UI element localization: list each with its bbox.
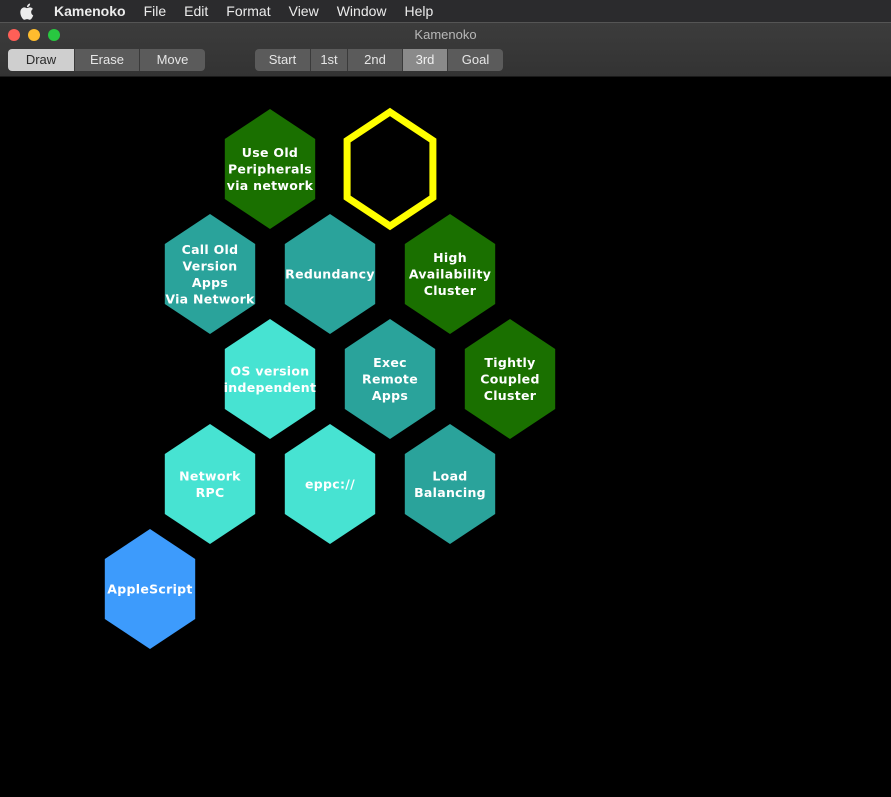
stage-1st-button[interactable]: 1st [311,49,348,71]
hex-eppc[interactable]: eppc:// [284,424,376,544]
hex-label-line: Network [179,468,241,483]
menu-edit[interactable]: Edit [184,3,209,19]
hex-shape[interactable] [164,214,256,334]
hex-shape[interactable] [404,424,496,544]
hex-label-line: Apps [192,275,228,290]
close-window-button[interactable] [8,29,20,41]
hex-selected-empty[interactable] [343,107,437,231]
hex-label-line: independent [224,380,317,395]
hex-label-line: RPC [196,485,225,500]
stage-3rd-button[interactable]: 3rd [403,49,448,71]
mode-draw-button[interactable]: Draw [8,49,75,71]
hex-label-line: Exec [373,355,407,370]
hex-shape[interactable] [104,529,196,649]
menu-window[interactable]: Window [336,3,387,19]
hex-shape[interactable] [284,214,376,334]
hex-label-line: OS version [231,363,310,378]
menu-help[interactable]: Help [404,3,434,19]
hex-label-line: Apps [372,388,408,403]
hex-shape[interactable] [343,107,437,231]
apple-icon[interactable] [20,2,36,20]
hex-shape[interactable] [224,109,316,229]
hex-label-line: Peripherals [228,162,312,177]
hex-label-line: Remote [362,372,418,387]
menu-bar: Kamenoko File Edit Format View Window He… [0,0,891,22]
minimize-window-button[interactable] [28,29,40,41]
hex-label-line: via network [227,178,314,193]
hex-label-line: Cluster [484,388,537,403]
hex-label-line: Tightly [484,355,535,370]
hex-label-line: Cluster [424,283,477,298]
hex-label-line: eppc:// [305,477,355,492]
window-title: Kamenoko [414,27,477,42]
hex-shape[interactable] [164,424,256,544]
stage-2nd-button[interactable]: 2nd [348,49,403,71]
hex-shape[interactable] [464,319,556,439]
hex-label-line: Use Old [242,145,298,160]
hex-shape[interactable] [224,319,316,439]
hex-label-line: Version [183,258,238,273]
mode-move-button[interactable]: Move [140,49,205,71]
app-window: Kamenoko Draw Erase Move Start 1st 2nd 3… [0,22,891,797]
zoom-window-button[interactable] [48,29,60,41]
window-titlebar: Kamenoko Draw Erase Move Start 1st 2nd 3… [0,23,891,77]
hex-label-line: Redundancy [285,267,375,282]
hex-redundancy[interactable]: Redundancy [284,214,376,334]
hex-label-line: High [433,250,467,265]
hex-os-version-independent[interactable]: OS version independent [224,319,317,439]
hex-label-line: Call Old [182,242,239,257]
stage-segmented-control: Start 1st 2nd 3rd Goal [255,49,503,71]
hex-label-line: Load [432,468,467,483]
hex-label-line: Balancing [414,485,486,500]
hex-shape[interactable] [344,319,436,439]
stage-goal-button[interactable]: Goal [448,49,503,71]
mode-erase-button[interactable]: Erase [75,49,140,71]
hex-label-line: Availability [409,267,491,282]
hex-applescript[interactable]: AppleScript [104,529,196,649]
hex-label-line: AppleScript [107,582,192,597]
hex-shape[interactable] [284,424,376,544]
menu-view[interactable]: View [288,3,319,19]
menu-app-name[interactable]: Kamenoko [54,3,126,19]
hex-label-line: Via Network [165,291,255,306]
stage-start-button[interactable]: Start [255,49,311,71]
hex-label-line: Coupled [480,372,539,387]
menu-format[interactable]: Format [226,3,271,19]
menu-file[interactable]: File [143,3,167,19]
hex-shape[interactable] [404,214,496,334]
mode-segmented-control: Draw Erase Move [8,49,205,71]
